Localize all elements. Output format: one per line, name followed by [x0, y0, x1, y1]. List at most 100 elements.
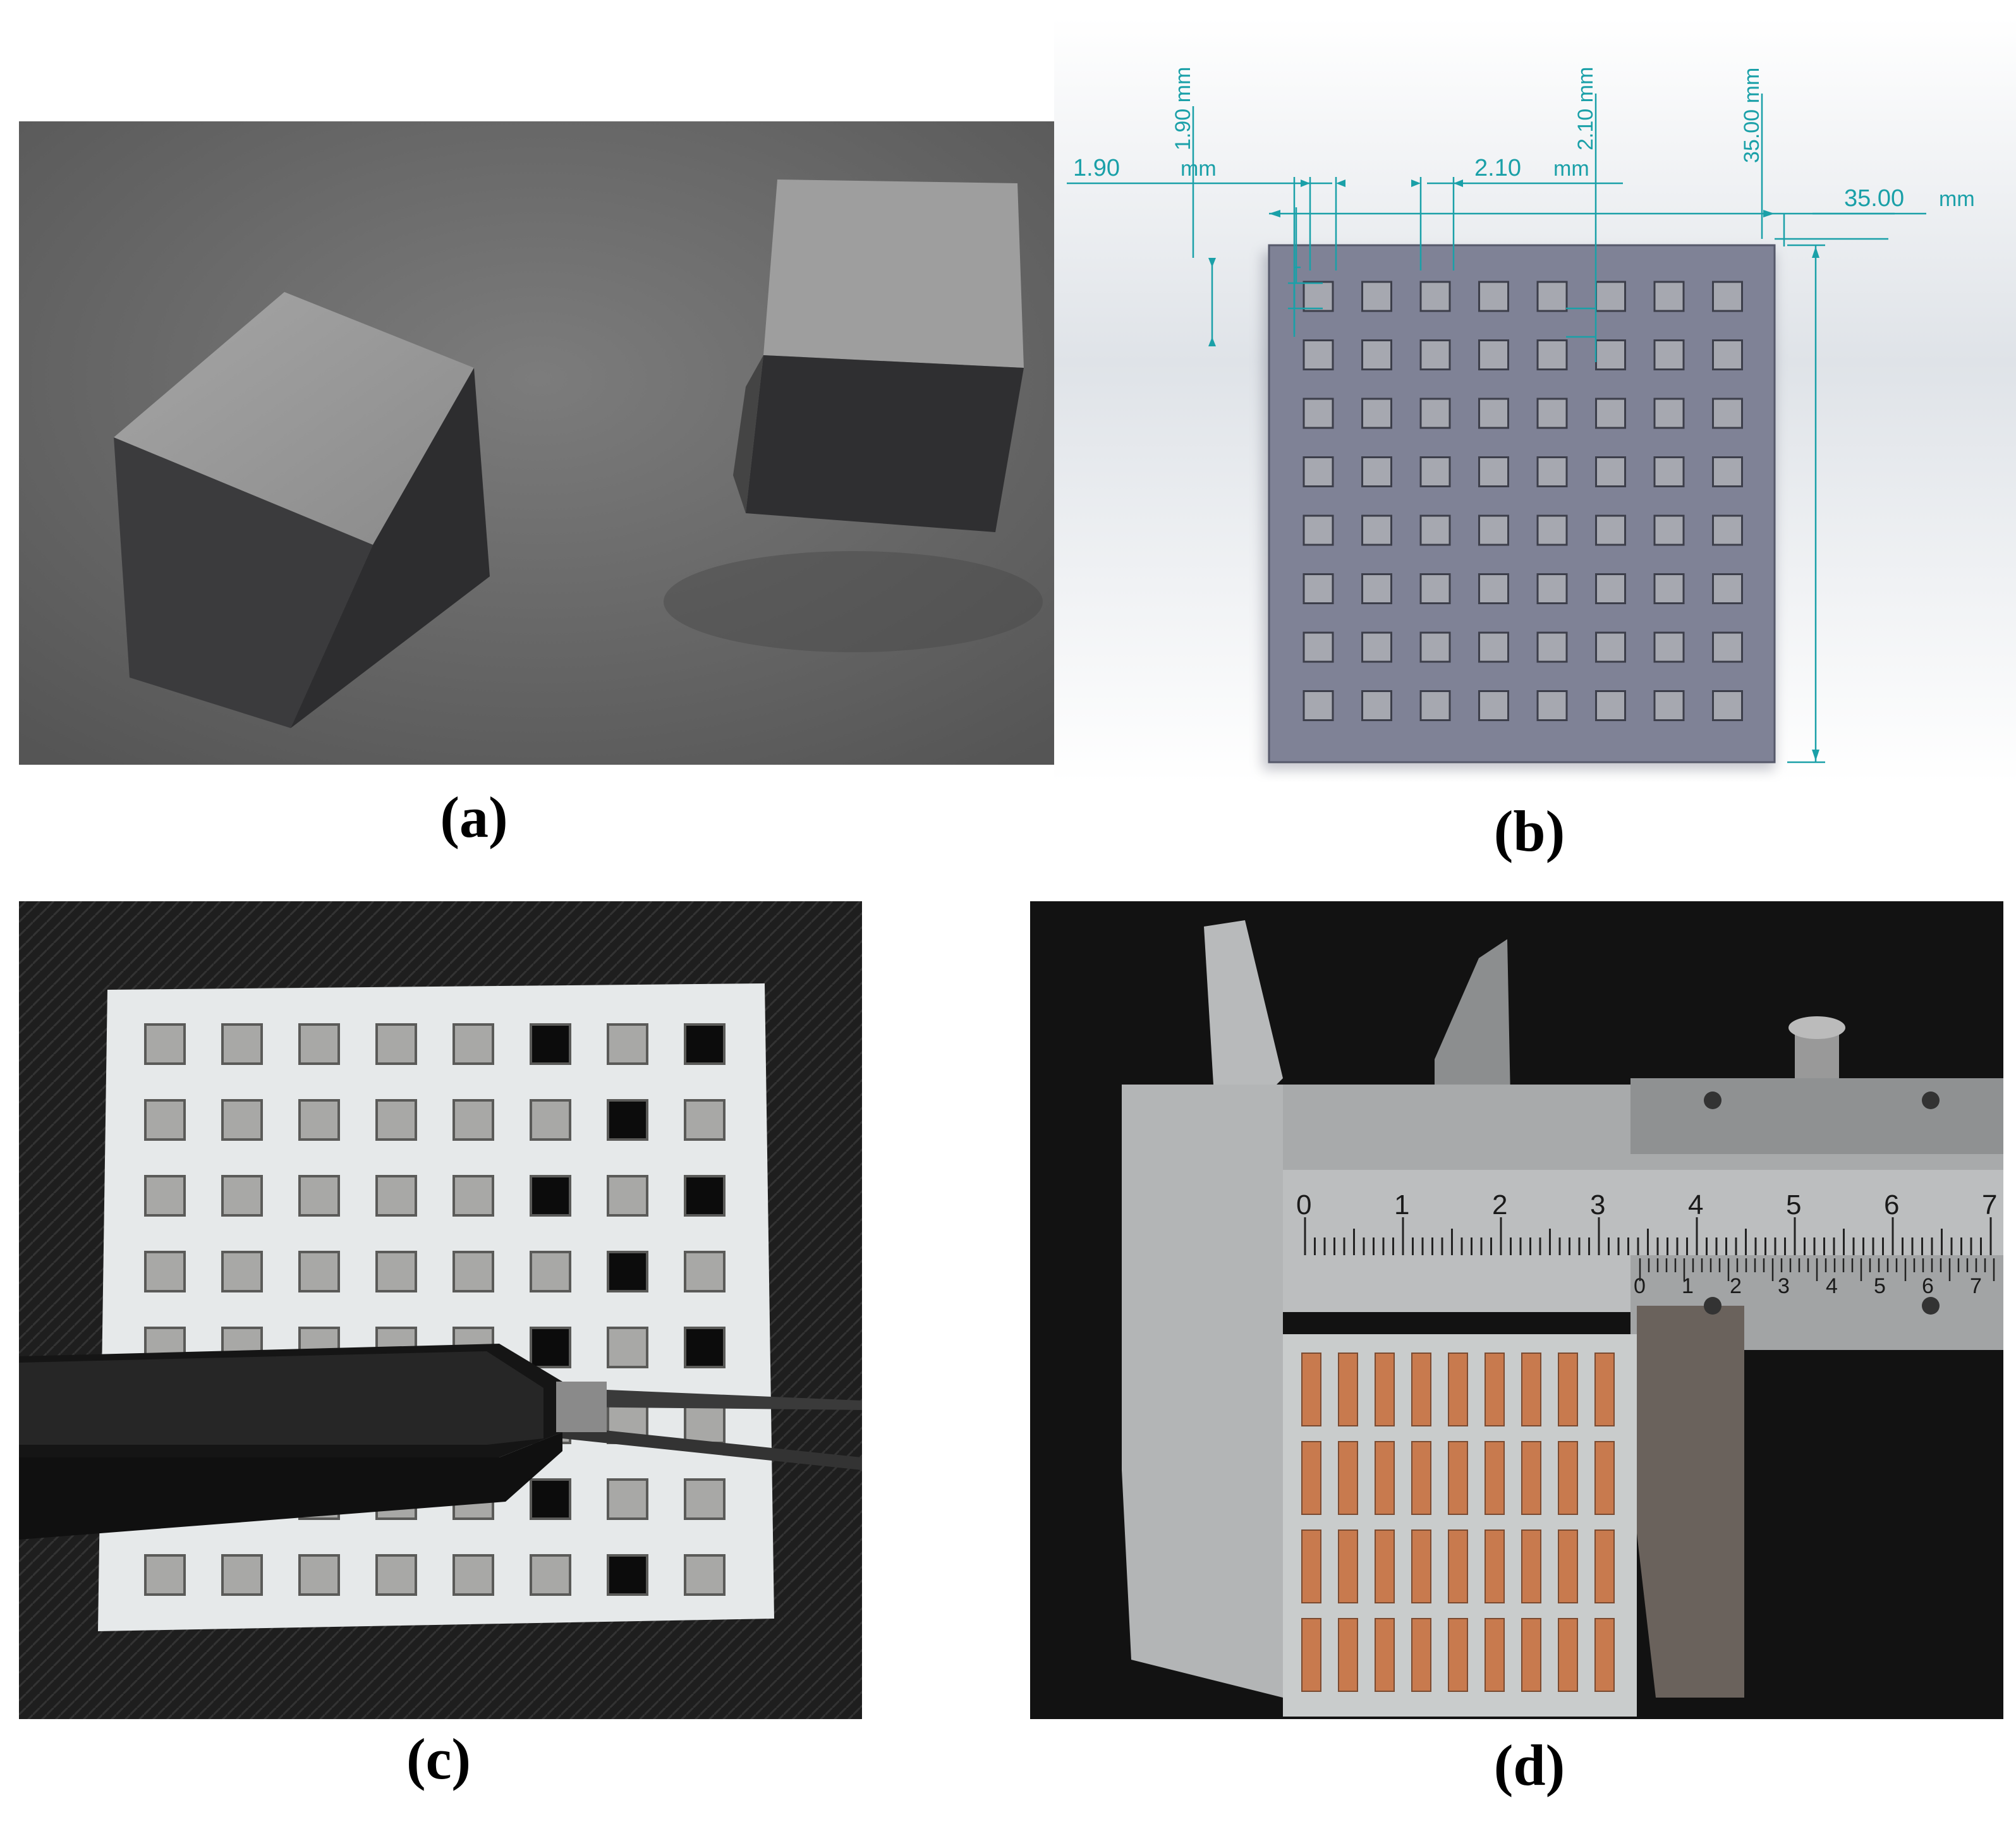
main-scale-label: 4 — [1688, 1189, 1703, 1220]
inserted-cube — [144, 1554, 186, 1596]
copper-strip — [1338, 1353, 1358, 1426]
empty-slot — [530, 1023, 571, 1065]
copper-strip — [1485, 1441, 1505, 1515]
dim-1-90-horizontal-unit: mm — [1181, 157, 1217, 181]
vernier-scale-label: 3 — [1778, 1274, 1790, 1298]
copper-strip — [1375, 1441, 1395, 1515]
copper-strip-grid — [1301, 1353, 1615, 1692]
cubes-illustration — [19, 121, 1059, 765]
copper-strip — [1448, 1353, 1468, 1426]
hole — [1303, 631, 1334, 663]
copper-strip — [1558, 1441, 1578, 1515]
inserted-cube — [375, 1554, 417, 1596]
inserted-cube — [375, 1023, 417, 1065]
hole — [1419, 631, 1451, 663]
inserted-cube — [452, 1554, 494, 1596]
hole — [1361, 573, 1392, 604]
hole — [1419, 281, 1451, 312]
dim-1-90-vertical: 1.90 mm — [1171, 67, 1195, 150]
inserted-cube — [684, 1554, 726, 1596]
dimension-arrows — [1208, 179, 1819, 761]
copper-strip — [1485, 1353, 1505, 1426]
hole — [1361, 281, 1392, 312]
copper-strip — [1521, 1618, 1541, 1692]
inserted-cube — [144, 1251, 186, 1292]
empty-slot — [530, 1478, 571, 1520]
copper-strip — [1411, 1618, 1431, 1692]
inserted-cube — [375, 1175, 417, 1217]
copper-strip — [1338, 1618, 1358, 1692]
inserted-cube — [452, 1251, 494, 1292]
inserted-cube — [684, 1402, 726, 1444]
copper-strip — [1338, 1441, 1358, 1515]
copper-strip — [1375, 1529, 1395, 1603]
dimension-lines — [1067, 94, 1926, 763]
hole — [1478, 514, 1509, 546]
hole — [1595, 631, 1626, 663]
hole — [1361, 514, 1392, 546]
hole — [1303, 514, 1334, 546]
inserted-cube — [530, 1251, 571, 1292]
hole — [1361, 690, 1392, 721]
copper-strip — [1521, 1441, 1541, 1515]
main-scale-label: 6 — [1884, 1189, 1899, 1220]
inserted-cube — [221, 1175, 263, 1217]
inserted-cube — [144, 1023, 186, 1065]
empty-slot — [530, 1175, 571, 1217]
inserted-cube — [452, 1023, 494, 1065]
caliper — [1122, 920, 2003, 1698]
inserted-cube — [530, 1554, 571, 1596]
empty-slot — [607, 1251, 648, 1292]
hole — [1712, 573, 1743, 604]
left-cube — [114, 292, 490, 728]
hole — [1478, 339, 1509, 370]
copper-strip — [1558, 1618, 1578, 1692]
vernier-scale-label: 6 — [1922, 1274, 1934, 1298]
photo-cubes — [19, 121, 1059, 765]
hole — [1361, 456, 1392, 487]
hole — [1536, 339, 1568, 370]
cad-drawing-svg: 1.90 mm 1.90 mm 2.10 mm 2.10 mm 35.00 mm… — [1054, 18, 2016, 782]
inserted-cube — [375, 1099, 417, 1141]
hole — [1419, 339, 1451, 370]
copper-strip — [1594, 1441, 1615, 1515]
inserted-cube — [144, 1099, 186, 1141]
main-scale-label: 5 — [1786, 1189, 1801, 1220]
empty-slot — [530, 1327, 571, 1368]
hole — [1595, 456, 1626, 487]
hole — [1303, 398, 1334, 429]
empty-slot — [684, 1327, 726, 1368]
dim-35-horizontal-unit: mm — [1939, 187, 1975, 211]
caption-a: (a) — [440, 785, 508, 849]
hole — [1478, 690, 1509, 721]
hole — [1712, 690, 1743, 721]
copper-strip — [1594, 1529, 1615, 1603]
cad-drawing: 1.90 mm 1.90 mm 2.10 mm 2.10 mm 35.00 mm… — [1054, 18, 2016, 782]
hole — [1653, 690, 1685, 721]
hole — [1536, 631, 1568, 663]
inserted-cube — [375, 1251, 417, 1292]
inserted-cube — [298, 1099, 340, 1141]
vernier-scale-label: 7 — [1970, 1274, 1982, 1298]
hole — [1419, 573, 1451, 604]
hole — [1361, 631, 1392, 663]
inserted-cube — [684, 1478, 726, 1520]
hole — [1478, 631, 1509, 663]
hole — [1303, 281, 1334, 312]
copper-strip — [1594, 1353, 1615, 1426]
hole — [1536, 456, 1568, 487]
hole — [1536, 281, 1568, 312]
hole — [1653, 281, 1685, 312]
hole — [1595, 690, 1626, 721]
hole — [1361, 398, 1392, 429]
inserted-cube — [298, 1251, 340, 1292]
inserted-cube — [221, 1023, 263, 1065]
main-scale-label: 7 — [1982, 1189, 1997, 1220]
inserted-cube — [298, 1554, 340, 1596]
hole — [1536, 690, 1568, 721]
hole-grid — [1303, 281, 1743, 721]
copper-strip — [1301, 1441, 1321, 1515]
